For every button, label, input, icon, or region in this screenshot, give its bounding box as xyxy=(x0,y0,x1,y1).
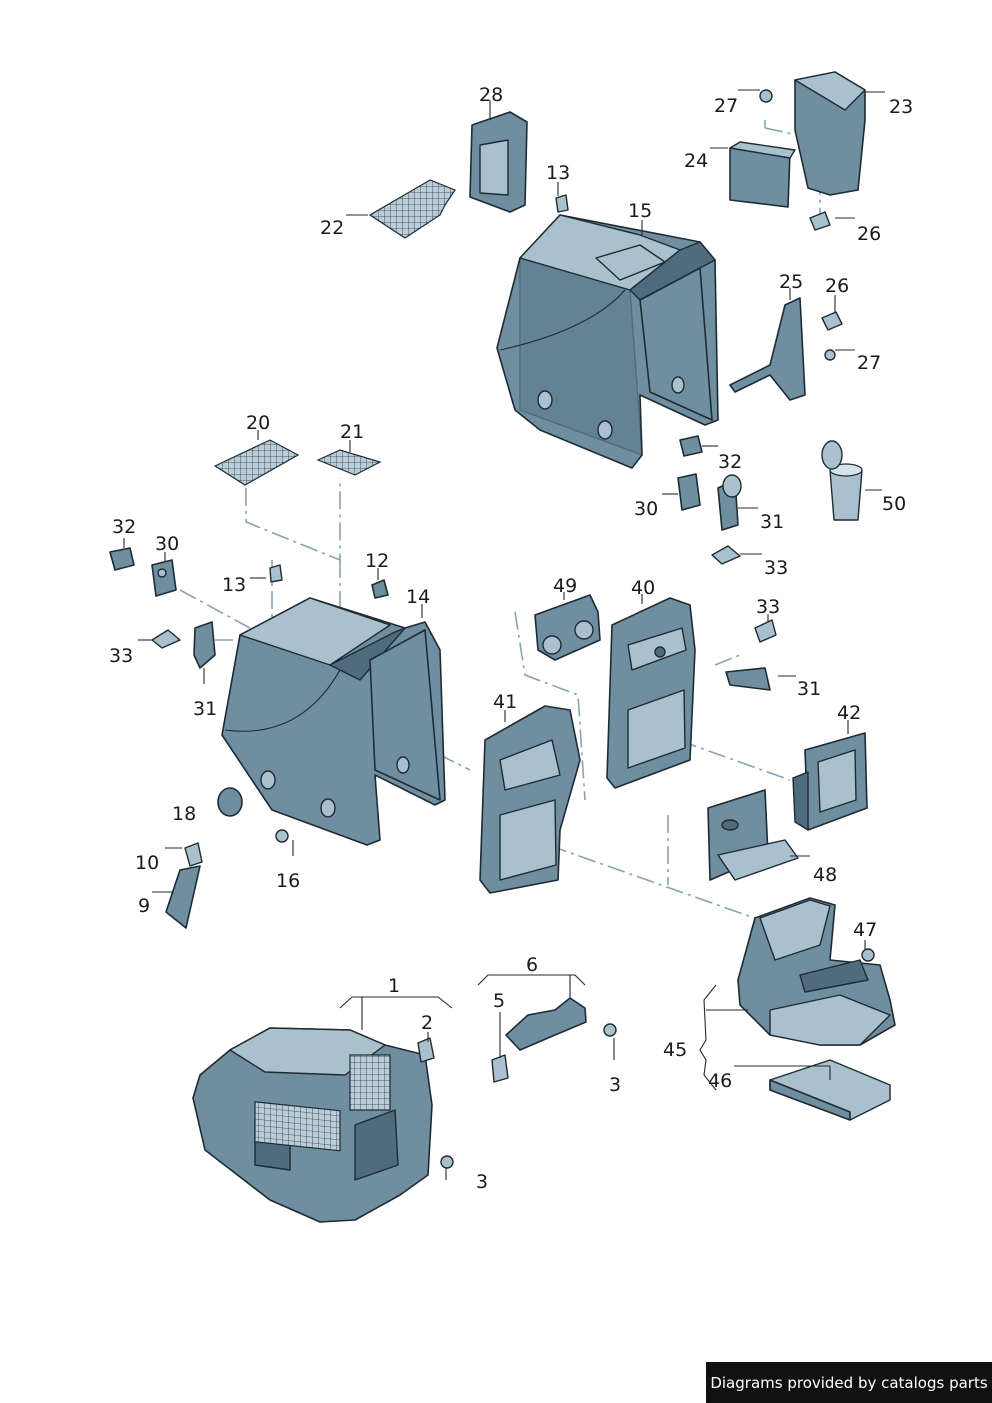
callout-13-top: 13 xyxy=(546,162,570,184)
callout-27-right: 27 xyxy=(857,352,881,374)
control-panel-49 xyxy=(534,594,601,661)
callout-32-left: 32 xyxy=(112,516,136,538)
callout-labels: 28 27 23 24 13 22 15 26 25 26 27 32 30 3… xyxy=(109,84,913,1193)
callout-27-top: 27 xyxy=(714,95,738,117)
bracket-25 xyxy=(729,297,806,401)
holder-42 xyxy=(792,732,868,831)
tray-48 xyxy=(707,789,799,881)
callout-45: 45 xyxy=(663,1039,687,1061)
callout-13-left: 13 xyxy=(222,574,246,596)
callout-26-top: 26 xyxy=(857,223,881,245)
callout-32-right: 32 xyxy=(718,451,742,473)
mesh-pad-21 xyxy=(316,449,382,476)
callout-47: 47 xyxy=(853,919,877,941)
callout-23: 23 xyxy=(889,96,913,118)
callout-3-low: 3 xyxy=(476,1171,488,1193)
callout-49: 49 xyxy=(553,575,577,597)
callout-2: 2 xyxy=(421,1012,433,1034)
cup-50 xyxy=(821,440,863,521)
callout-15: 15 xyxy=(628,200,652,222)
trim-panel-40 xyxy=(606,597,696,789)
callout-3-mid: 3 xyxy=(609,1074,621,1096)
credit-text: Diagrams provided by catalogs parts xyxy=(710,1373,988,1392)
lower-console-14 xyxy=(221,597,446,846)
callout-9: 9 xyxy=(138,895,150,917)
callout-30-right: 30 xyxy=(634,498,658,520)
mesh-pad-22 xyxy=(368,179,456,239)
callout-42: 42 xyxy=(837,702,861,724)
callout-21: 21 xyxy=(340,421,364,443)
callout-14: 14 xyxy=(406,586,430,608)
lid-46 xyxy=(769,1059,891,1121)
callout-10: 10 xyxy=(135,852,159,874)
callout-33-mid: 33 xyxy=(756,596,780,618)
trim-panel-41 xyxy=(479,705,581,894)
callout-30-left: 30 xyxy=(155,533,179,555)
mesh-pad-20 xyxy=(213,439,300,486)
callout-31-right: 31 xyxy=(760,511,784,533)
callout-5: 5 xyxy=(493,990,505,1012)
callout-1: 1 xyxy=(388,975,400,997)
callout-40: 40 xyxy=(631,577,655,599)
credit-banner: Diagrams provided by catalogs parts xyxy=(706,1362,992,1403)
callout-12: 12 xyxy=(365,550,389,572)
callout-33-left: 33 xyxy=(109,645,133,667)
callout-28: 28 xyxy=(479,84,503,106)
upper-console-15 xyxy=(496,214,719,469)
callout-24: 24 xyxy=(684,150,708,172)
callout-33-right: 33 xyxy=(764,557,788,579)
callout-50: 50 xyxy=(882,493,906,515)
callout-26-right: 26 xyxy=(825,275,849,297)
callout-46: 46 xyxy=(708,1070,732,1092)
callout-48: 48 xyxy=(813,864,837,886)
callout-16: 16 xyxy=(276,870,300,892)
callout-31-mid: 31 xyxy=(797,678,821,700)
base-frame-1 xyxy=(192,1027,433,1223)
callout-25: 25 xyxy=(779,271,803,293)
callout-18: 18 xyxy=(172,803,196,825)
insert-24 xyxy=(729,141,796,208)
cover-23 xyxy=(794,71,866,196)
callout-31-left: 31 xyxy=(193,698,217,720)
leader-lines xyxy=(123,89,885,1180)
callout-6: 6 xyxy=(526,954,538,976)
small-parts xyxy=(109,89,875,1169)
callout-20: 20 xyxy=(246,412,270,434)
callout-22: 22 xyxy=(320,217,344,239)
callout-41: 41 xyxy=(493,691,517,713)
bracket-28 xyxy=(469,111,528,213)
armrest-45 xyxy=(737,897,896,1046)
